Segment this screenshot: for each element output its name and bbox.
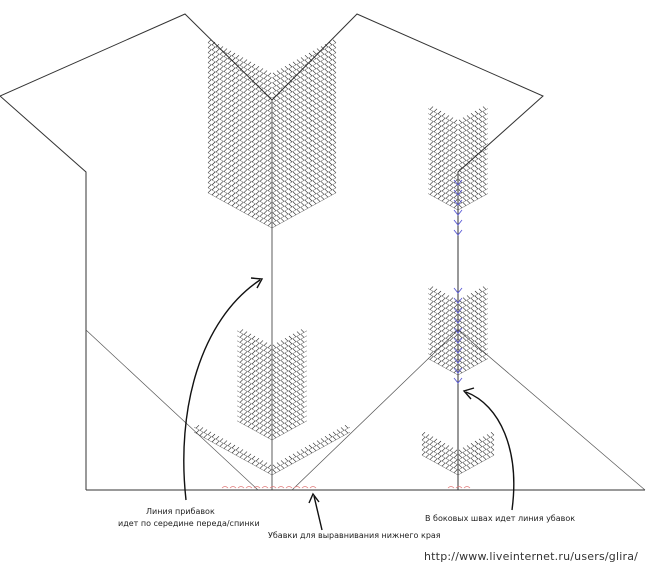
stitch-block-top-chevron <box>207 39 337 229</box>
arrow-side-seam <box>465 391 515 511</box>
arrow-increase-line <box>183 279 261 501</box>
diagonal-line-right <box>457 329 646 491</box>
arrow-side-seam-head <box>462 387 475 400</box>
hem-decrease-marks <box>221 486 471 489</box>
arrow-hem-head <box>308 492 320 504</box>
stitch-block-side-1 <box>427 106 489 211</box>
label-side-seams: В боковых швах идет линия убавок <box>425 514 576 523</box>
label-increase-line-desc: идет по середине переда/спинки <box>118 519 260 528</box>
diagonal-line-center <box>291 329 459 491</box>
stitch-block-side-3 <box>421 431 495 476</box>
label-increase-line-title: Линия прибавок <box>146 507 215 516</box>
stitch-block-side-2 <box>427 286 489 376</box>
diagonal-line-left <box>85 329 259 491</box>
side-decrease-marks <box>453 179 463 384</box>
stitch-block-lower-chevron <box>236 329 308 441</box>
arrow-increase-line-head <box>250 277 264 289</box>
arrow-hem <box>313 495 323 531</box>
label-hem-decrease: Убавки для выравнивания нижнего края <box>268 531 441 540</box>
garment-outline <box>0 13 544 491</box>
watermark-url: http://www.liveinternet.ru/users/glira/ <box>424 550 639 563</box>
stitch-block-hem-fan <box>193 424 351 476</box>
